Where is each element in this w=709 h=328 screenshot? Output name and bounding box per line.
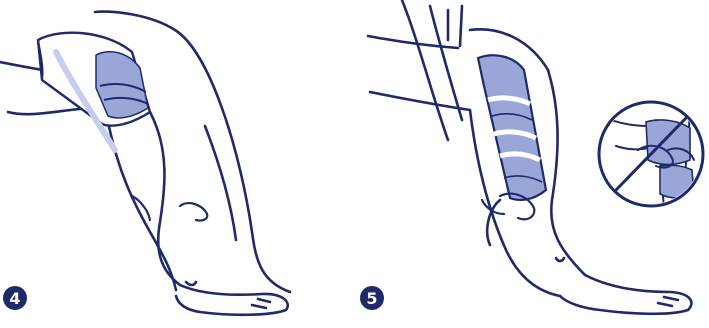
step-4-panel: 4 xyxy=(0,12,290,315)
step-5-knee-brace xyxy=(478,55,546,200)
step-4-hand xyxy=(132,196,207,221)
step-5-badge: 5 xyxy=(360,286,384,310)
step-4-badge: 4 xyxy=(3,286,27,310)
step-5-number: 5 xyxy=(366,289,377,308)
incorrect-method-inset xyxy=(599,102,703,210)
step-4-knee-brace xyxy=(38,33,150,150)
step-4-number: 4 xyxy=(9,289,20,308)
